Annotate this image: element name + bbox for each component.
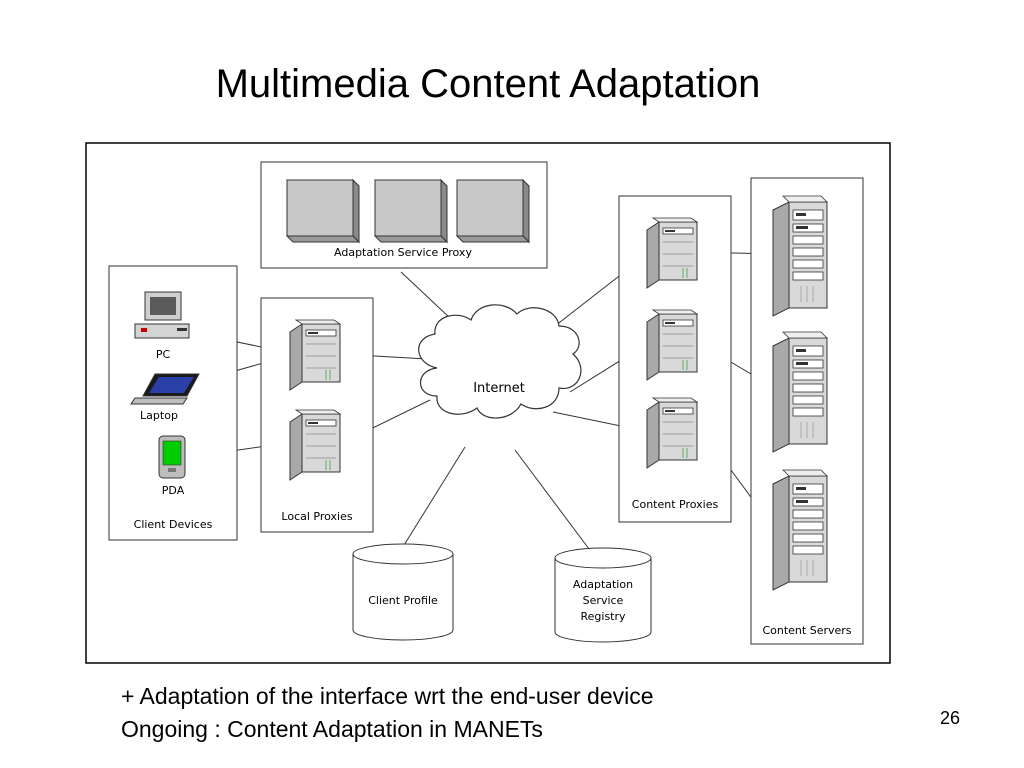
content-server-3 <box>772 469 828 591</box>
content-proxy-server-3 <box>646 397 698 469</box>
content-proxies-group: Content Proxies <box>618 195 732 523</box>
content-adaptation-diagram: Adaptation Service Proxy PC Laptop PDA C… <box>85 142 891 664</box>
client-devices-label: Client Devices <box>134 518 213 531</box>
client-profile-database: Client Profile <box>352 543 454 641</box>
pc-icon <box>134 291 190 339</box>
local-proxy-server-1 <box>289 319 341 391</box>
bullet-item: Ongoing : Content Adaptation in MANETs <box>121 716 543 742</box>
bullet-item: + Adaptation of the interface wrt the en… <box>121 683 654 709</box>
pda-label: PDA <box>162 484 185 497</box>
registry-label-line1: Adaptation <box>573 578 633 591</box>
adaptation-module-3 <box>456 179 530 243</box>
adaptation-module-1 <box>286 179 360 243</box>
laptop-label: Laptop <box>140 409 178 422</box>
local-proxy-server-2 <box>289 409 341 481</box>
local-proxies-label: Local Proxies <box>281 510 352 523</box>
client-devices-group: PC Laptop PDA Client Devices <box>108 265 238 541</box>
adaptation-service-proxy-label: Adaptation Service Proxy <box>334 246 472 259</box>
registry-label-line3: Registry <box>580 610 626 623</box>
content-server-2 <box>772 331 828 453</box>
registry-label-line2: Service <box>583 594 624 607</box>
slide-title: Multimedia Content Adaptation <box>215 62 761 106</box>
page-number: 26 <box>940 708 961 728</box>
content-servers-label: Content Servers <box>762 624 851 637</box>
laptop-icon <box>130 373 200 405</box>
local-proxies-group: Local Proxies <box>260 297 374 533</box>
pda-icon <box>158 435 186 479</box>
content-proxy-server-2 <box>646 309 698 381</box>
bullet-list: + Adaptation of the interface wrt the en… <box>121 680 654 746</box>
internet-label: Internet <box>473 381 525 396</box>
adaptation-module-2 <box>374 179 448 243</box>
content-proxies-label: Content Proxies <box>632 498 719 511</box>
adaptation-service-registry-database: Adaptation Service Registry <box>554 547 652 643</box>
content-servers-group: Content Servers <box>750 177 864 645</box>
internet-cloud: Internet <box>418 304 582 419</box>
content-server-1 <box>772 195 828 317</box>
content-proxy-server-1 <box>646 217 698 289</box>
client-profile-label: Client Profile <box>368 594 438 607</box>
adaptation-service-proxy-group: Adaptation Service Proxy <box>260 161 548 269</box>
pc-label: PC <box>156 348 171 361</box>
